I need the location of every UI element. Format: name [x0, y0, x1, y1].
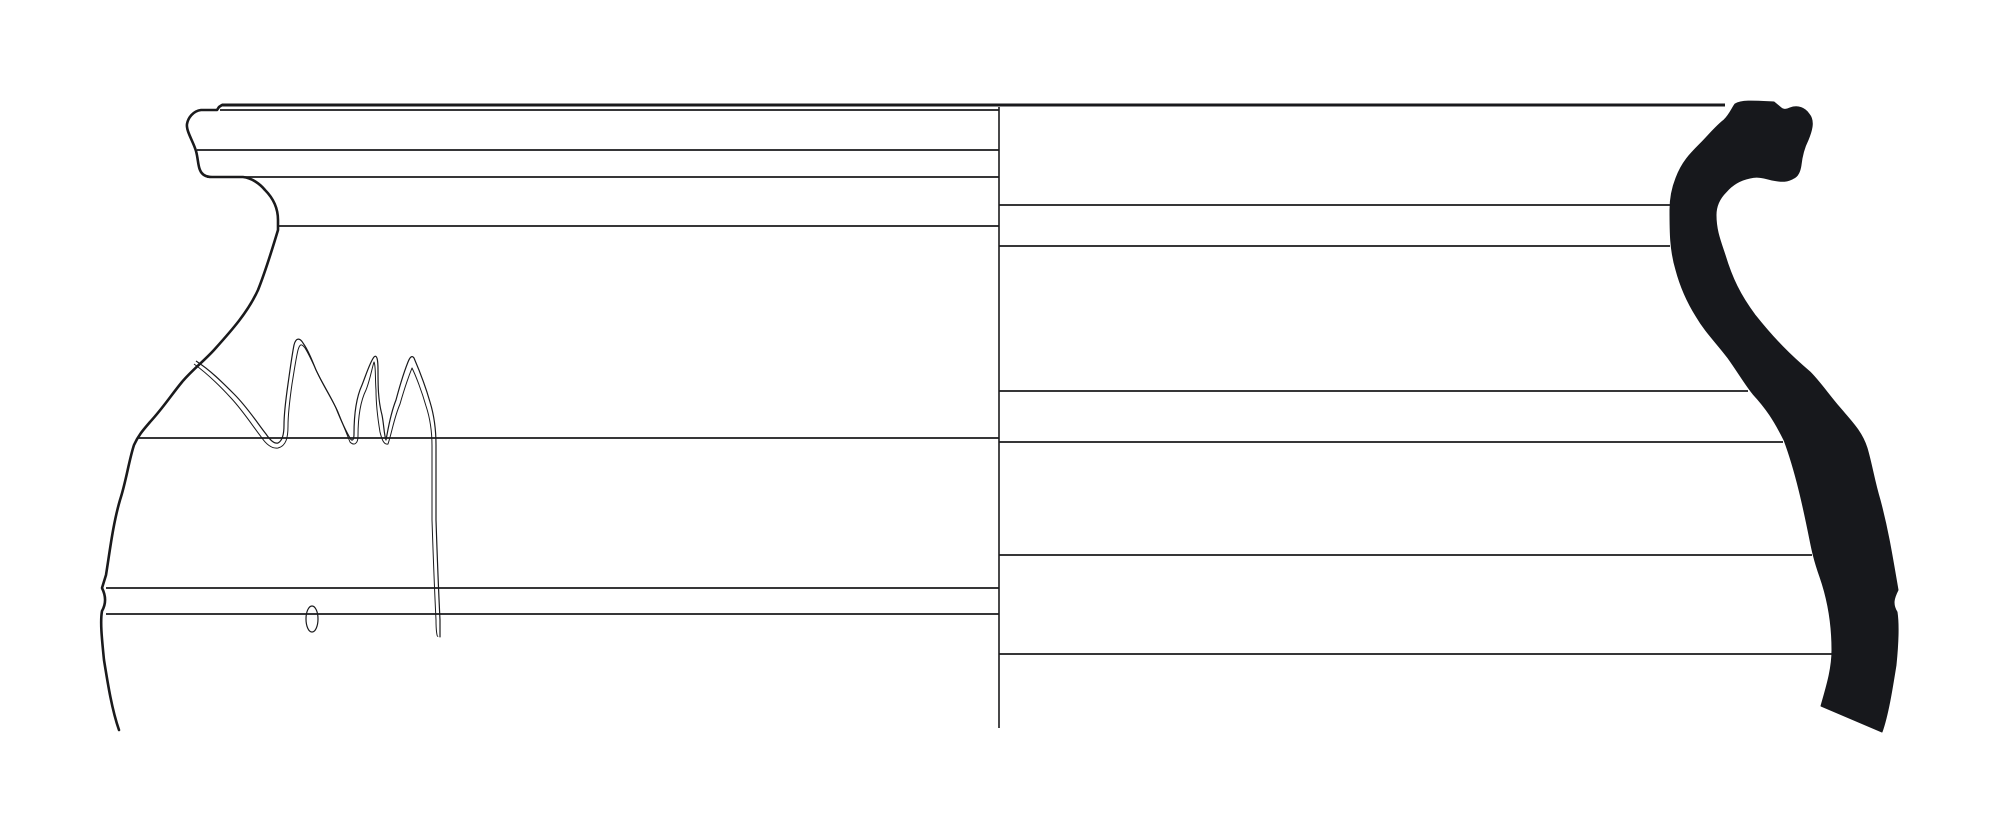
decoration-boss	[305, 605, 319, 633]
decoration-inner-stroke	[193, 344, 439, 637]
exterior-outline	[99, 103, 280, 732]
vessel-wall-section	[1669, 100, 1899, 733]
interior-horizontal-lines	[999, 204, 1832, 655]
decoration-outer-stroke	[195, 338, 441, 638]
exterior-horizontal-lines	[106, 109, 999, 615]
incised-decoration	[193, 338, 441, 638]
